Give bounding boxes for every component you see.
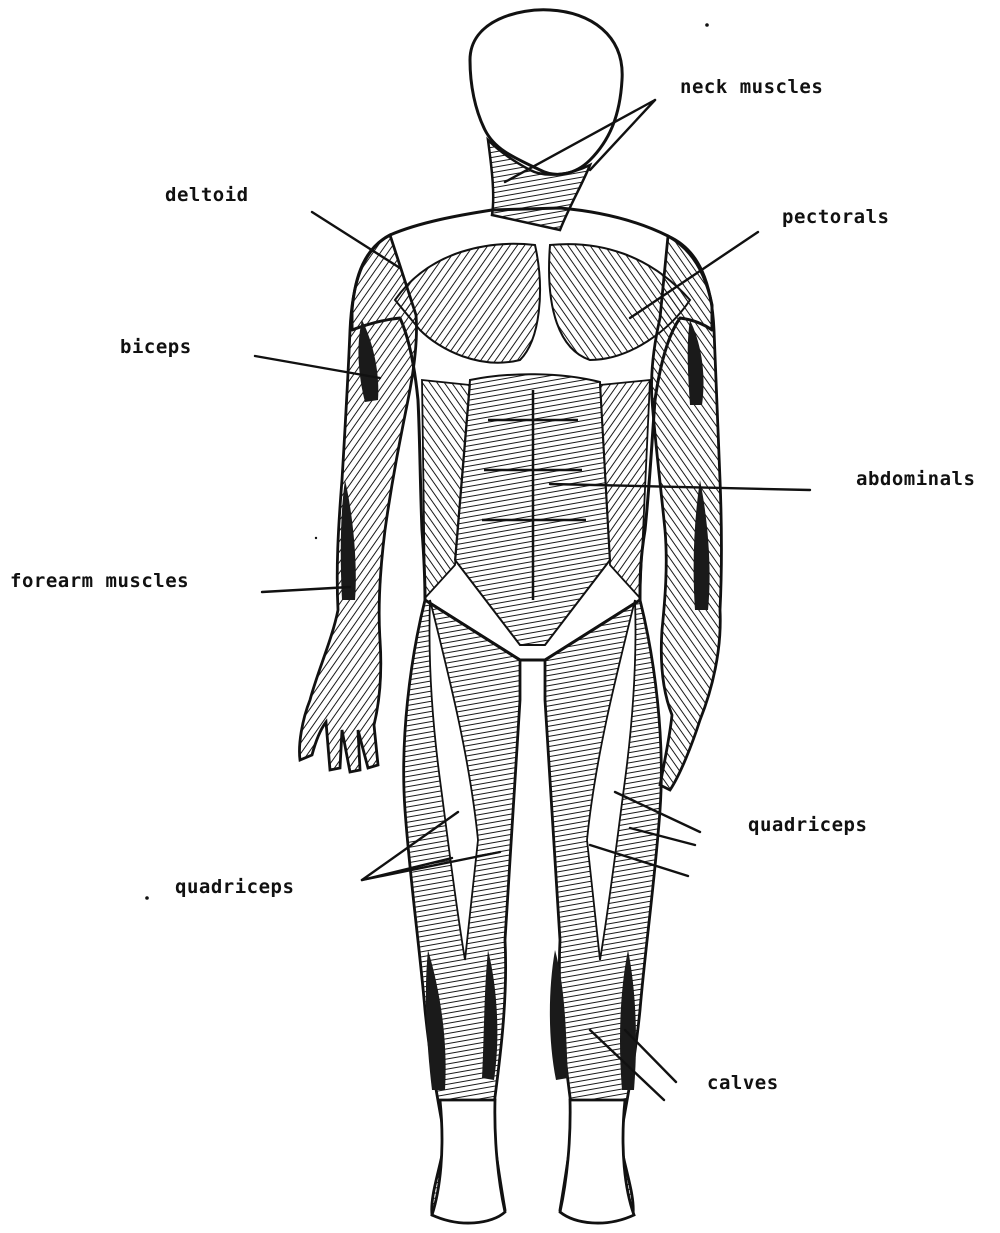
stray-dot-2 (145, 896, 149, 900)
label-quadriceps-left: quadriceps (175, 876, 294, 898)
foot-right (560, 1100, 634, 1223)
label-neck-muscles: neck muscles (680, 76, 823, 98)
arm-right (652, 236, 722, 790)
label-biceps: biceps (120, 336, 192, 358)
label-pectorals: pectorals (782, 206, 889, 228)
stray-dot-3 (315, 537, 317, 539)
neck-area (488, 140, 590, 230)
label-abdominals: abdominals (856, 468, 975, 490)
label-deltoid: deltoid (165, 184, 249, 206)
oblique-right (600, 380, 650, 598)
foot-left (432, 1100, 505, 1223)
label-calves: calves (707, 1072, 779, 1094)
leader-neck-2 (590, 100, 655, 170)
label-forearm-muscles: forearm muscles (10, 570, 189, 592)
stray-dot-1 (705, 23, 709, 27)
arm-left (299, 235, 416, 772)
label-quadriceps-right: quadriceps (748, 814, 867, 836)
